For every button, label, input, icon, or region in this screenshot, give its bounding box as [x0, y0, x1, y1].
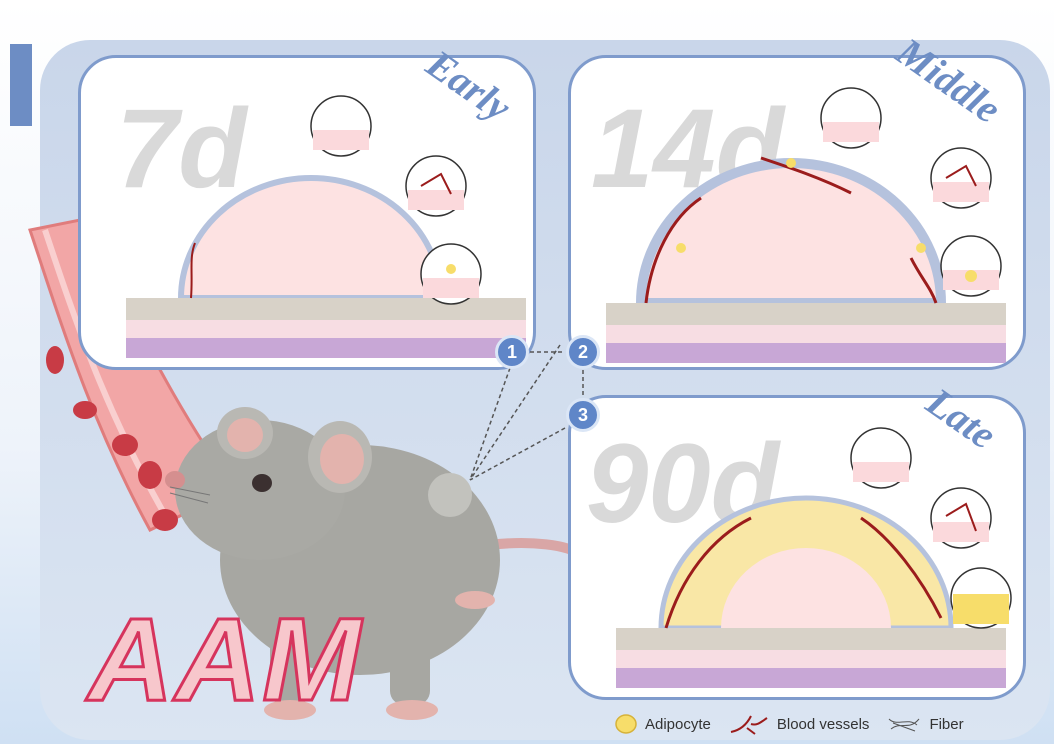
legend: Adipocyte Blood vessels Fiber — [615, 712, 964, 736]
adipocyte-icon — [615, 713, 637, 735]
fiber-icon — [887, 713, 921, 735]
legend-fiber-label: Fiber — [929, 716, 963, 733]
legend-blood-vessels-label: Blood vessels — [777, 716, 870, 733]
blood-vessels-icon — [729, 712, 769, 736]
step-badge-3: 3 — [566, 398, 600, 432]
aam-title: AAM — [88, 592, 363, 728]
legend-adipocyte-label: Adipocyte — [645, 716, 711, 733]
step-badge-2: 2 — [566, 335, 600, 369]
step-badge-1: 1 — [495, 335, 529, 369]
